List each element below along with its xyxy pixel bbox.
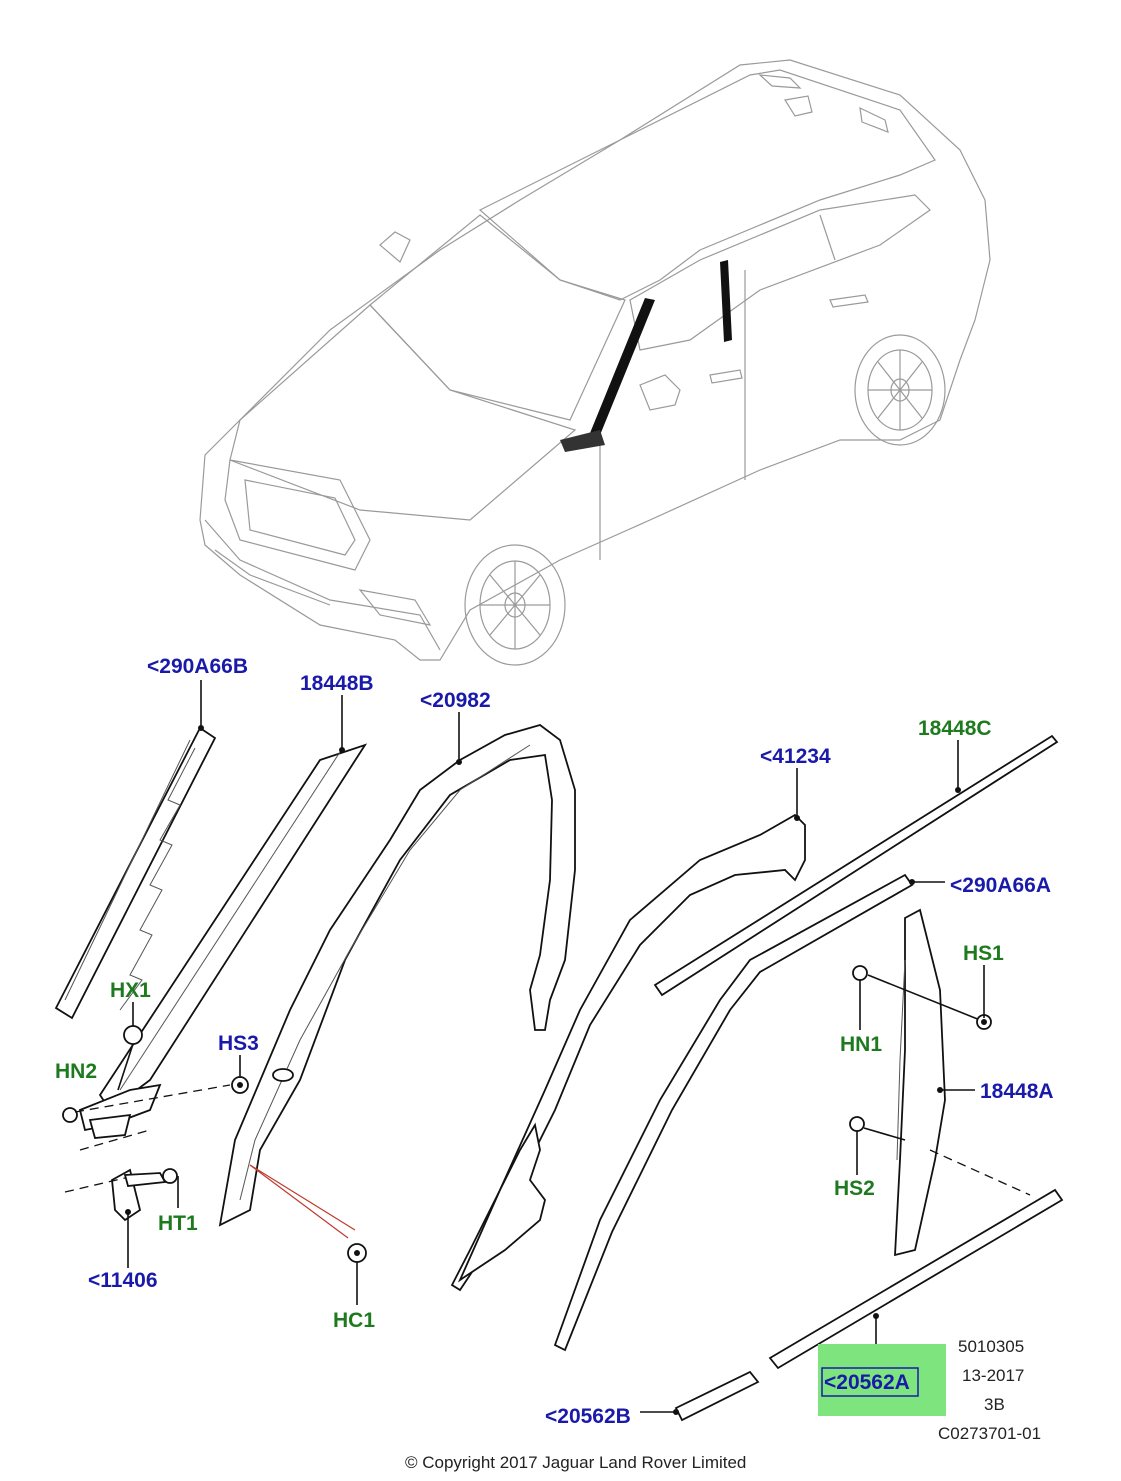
callout-20562B[interactable]: <20562B <box>545 1405 631 1428</box>
callout-20982[interactable]: <20982 <box>420 689 491 712</box>
callout-290A66A[interactable]: <290A66A <box>950 874 1051 897</box>
part-20562A-drawing <box>768 1188 1064 1370</box>
callout-HC1[interactable]: HC1 <box>333 1309 375 1332</box>
part-18448A-drawing <box>849 908 1031 1257</box>
callout-11406[interactable]: <11406 <box>88 1269 158 1292</box>
leader-lines <box>125 680 985 1415</box>
callout-HN2[interactable]: HN2 <box>55 1060 97 1083</box>
part-20562B-drawing <box>674 1370 760 1422</box>
drawing-info: 5010305 13-2017 3B C0273701-01 © Copyrig… <box>405 1337 1041 1472</box>
callout-HS1[interactable]: HS1 <box>963 942 1004 965</box>
callout-18448A[interactable]: 18448A <box>980 1080 1054 1103</box>
callout-focus-20562A <box>821 1367 919 1397</box>
drawing-date: 13-2017 <box>962 1366 1024 1385</box>
part-20982-drawing <box>218 724 576 1227</box>
callout-HS2[interactable]: HS2 <box>834 1177 875 1200</box>
clip-HC1-drawing <box>249 1164 367 1263</box>
callout-41234[interactable]: <41234 <box>760 745 831 768</box>
part-41234-drawing <box>450 813 806 1292</box>
callout-HN1[interactable]: HN1 <box>840 1033 882 1056</box>
callout-290A66B[interactable]: <290A66B <box>147 655 248 678</box>
bracket-assembly-drawing <box>62 1025 249 1139</box>
copyright-text: © Copyright 2017 Jaguar Land Rover Limit… <box>405 1453 746 1472</box>
callout-highlight-20562A <box>818 1344 946 1416</box>
callout-HS3[interactable]: HS3 <box>218 1032 259 1055</box>
callout-HT1[interactable]: HT1 <box>158 1212 198 1235</box>
drawing-code: 5010305 <box>958 1337 1024 1356</box>
callout-HX1[interactable]: HX1 <box>110 979 151 1002</box>
callout-18448C[interactable]: 18448C <box>918 717 992 740</box>
parts-drawing <box>54 724 1064 1422</box>
drawing-reference: C0273701-01 <box>938 1424 1041 1443</box>
callout-18448B[interactable]: 18448B <box>300 672 374 695</box>
part-18448C-drawing <box>653 734 1059 997</box>
part-18448B-drawing <box>98 743 368 1112</box>
drawing-revision: 3B <box>984 1395 1005 1414</box>
part-290A66B-drawing <box>54 726 217 1020</box>
callout-20562A[interactable]: <20562A <box>824 1371 910 1394</box>
callout-labels: <290A66B 18448B <20982 <41234 18448C <29… <box>55 655 1054 1428</box>
vehicle-illustration <box>199 59 991 666</box>
part-11406-drawing <box>64 1129 178 1222</box>
